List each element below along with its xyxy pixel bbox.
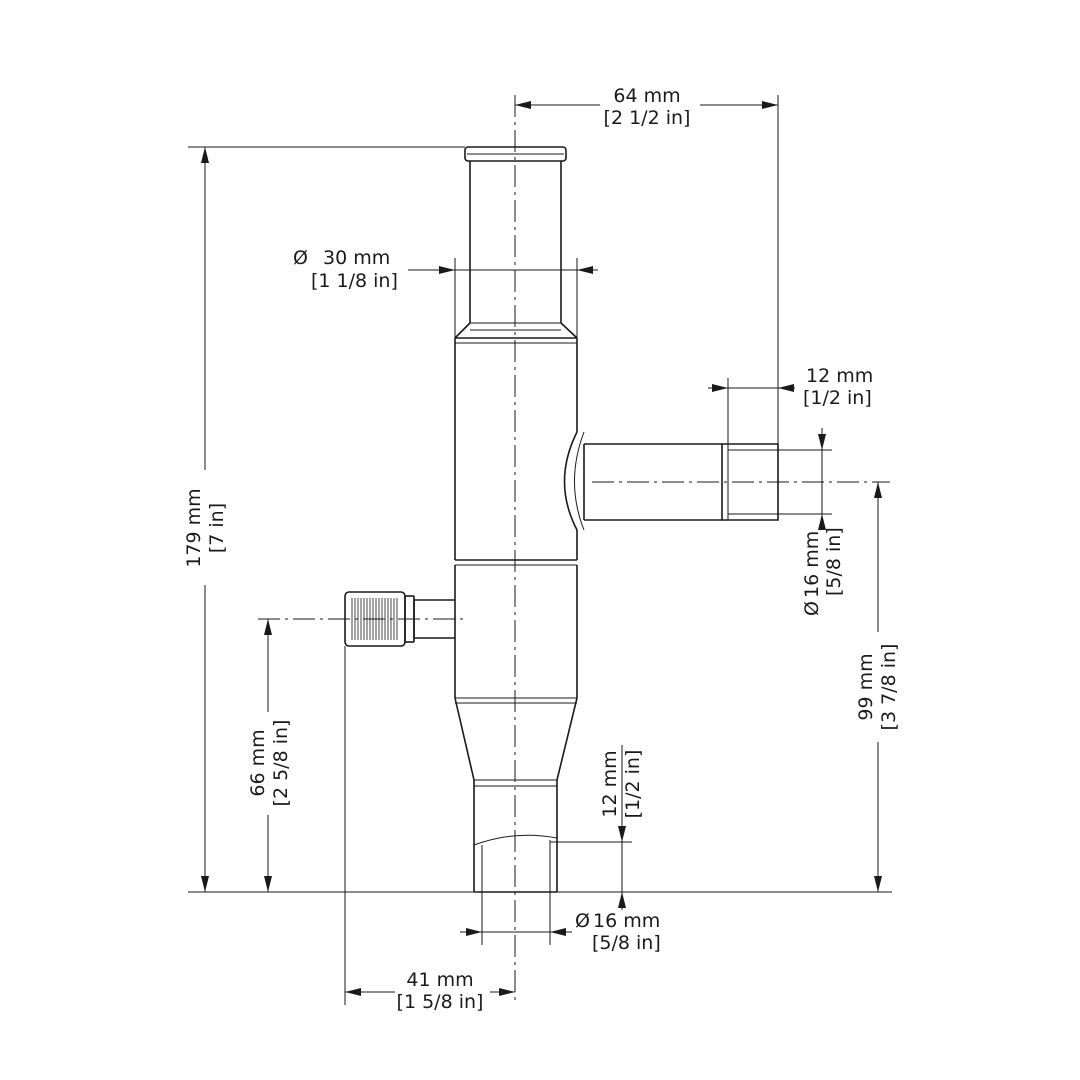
valve-height-imperial: [2 5/8 in]	[270, 720, 292, 807]
arrowheads	[201, 101, 882, 996]
centerlines	[258, 95, 890, 1005]
dimension-lines	[188, 95, 892, 1005]
bottom-diameter-symbol: Ø	[575, 910, 590, 932]
side-diameter-metric: 16 mm	[801, 531, 823, 598]
top-width-metric: 64 mm	[613, 85, 680, 107]
upper-body	[454, 338, 578, 560]
lower-body	[454, 565, 578, 698]
side-height-metric: 99 mm	[855, 653, 877, 720]
inlet-diameter-imperial: [1 1/8 in]	[311, 270, 398, 292]
inlet-diameter-symbol: Ø	[293, 247, 308, 269]
side-tee-saddle	[563, 431, 578, 531]
valve-offset-imperial: [1 5/8 in]	[397, 991, 484, 1013]
side-depth-metric: 12 mm	[806, 365, 873, 387]
dimension-labels: 64 mm [2 1/2 in] Ø 30 mm [1 1/8 in] 12 m…	[183, 85, 900, 1013]
side-depth-imperial: [1/2 in]	[803, 387, 872, 409]
valve-offset-metric: 41 mm	[406, 969, 473, 991]
side-height-imperial: [3 7/8 in]	[878, 644, 900, 731]
inlet-diameter-metric: 30 mm	[323, 247, 390, 269]
side-outlet-tube	[583, 443, 722, 521]
side-outlet-fitting	[721, 443, 779, 521]
top-width-imperial: [2 1/2 in]	[604, 107, 691, 129]
top-inlet-tube	[454, 161, 578, 339]
total-height-metric: 179 mm	[183, 488, 205, 567]
conical-reducer	[454, 697, 578, 781]
side-diameter-imperial: [5/8 in]	[823, 527, 845, 596]
bottom-depth-metric: 12 mm	[599, 750, 621, 817]
total-height-imperial: [7 in]	[206, 503, 228, 553]
valve-height-metric: 66 mm	[247, 729, 269, 796]
bottom-depth-imperial: [1/2 in]	[622, 750, 644, 819]
bottom-diameter-metric: 16 mm	[593, 910, 660, 932]
bottom-outlet-tube	[473, 780, 558, 892]
side-diameter-symbol: Ø	[801, 601, 823, 616]
bottom-diameter-imperial: [5/8 in]	[592, 932, 661, 954]
valve-body	[344, 146, 779, 893]
